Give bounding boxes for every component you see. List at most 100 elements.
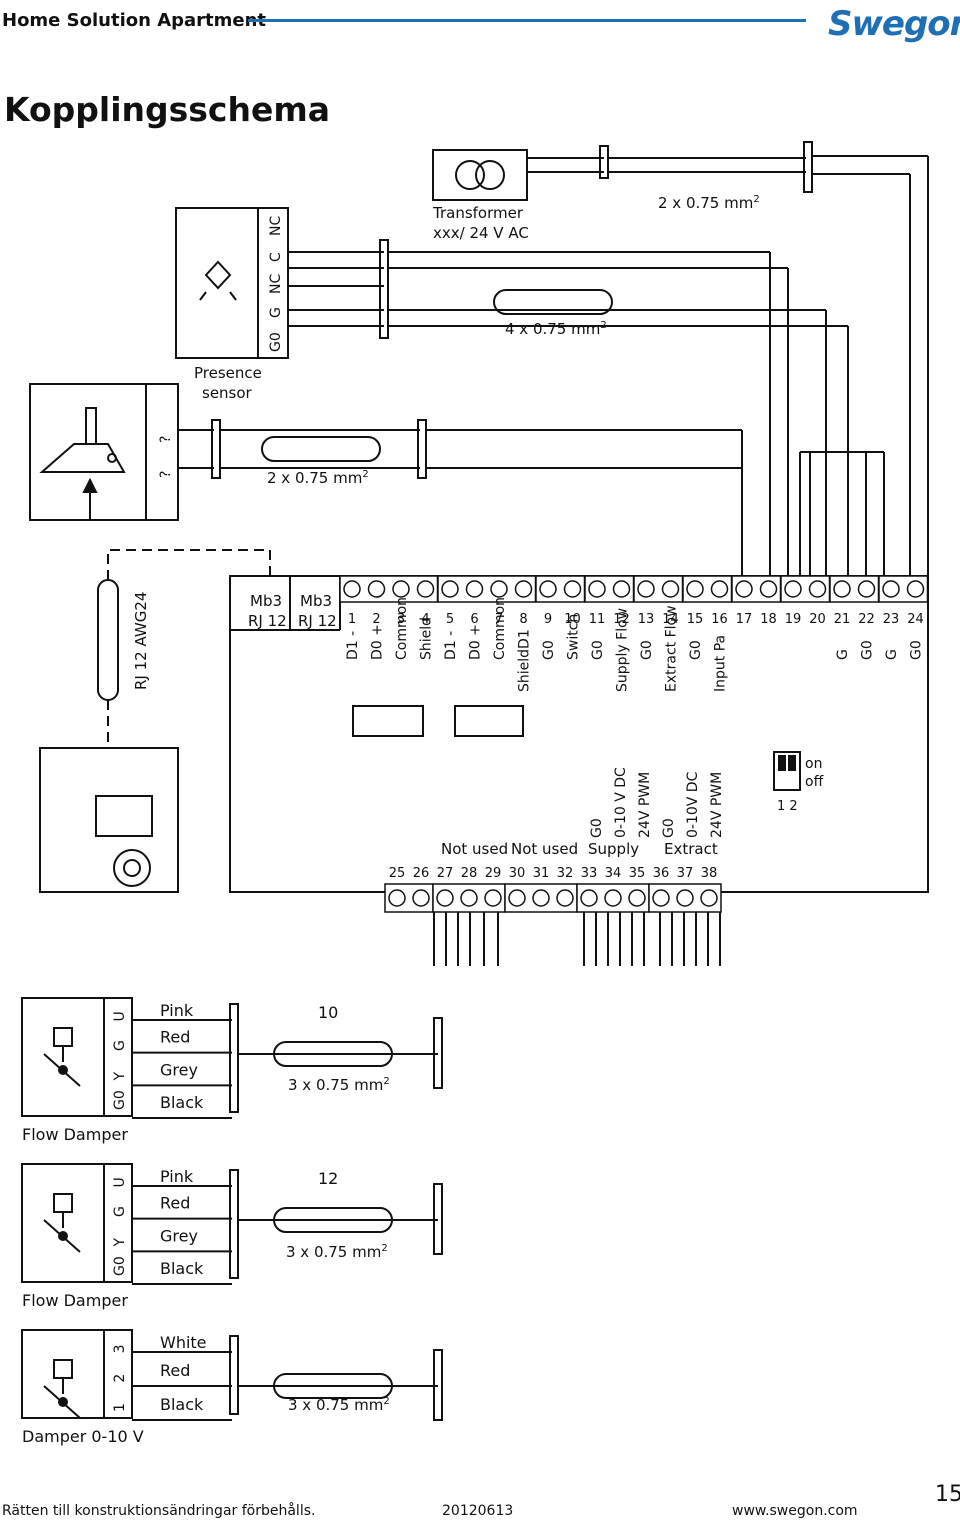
terminal-screw-icon bbox=[857, 580, 876, 598]
terminal-screw-icon bbox=[652, 889, 670, 907]
damper-terminal-label: 1 bbox=[112, 1403, 128, 1412]
top-terminal-number: 18 bbox=[760, 612, 777, 627]
unknown-terminal-label: ? bbox=[158, 471, 174, 478]
bottom-terminal-number: 37 bbox=[677, 866, 694, 881]
footer-url[interactable]: www.swegon.com bbox=[732, 1503, 858, 1519]
presence-terminal-label: NC bbox=[268, 216, 284, 236]
bottom-terminal-number: 28 bbox=[461, 866, 478, 881]
rj12-left: RJ 12 bbox=[248, 612, 287, 630]
dip-numbers: 1 2 bbox=[777, 799, 798, 814]
jumper-block-1 bbox=[352, 705, 424, 737]
cable-damper-3-superscript: 2 bbox=[383, 1396, 389, 1407]
hood-stem bbox=[85, 407, 97, 445]
arrow-up-icon bbox=[82, 477, 98, 493]
top-terminal-label: G bbox=[884, 649, 900, 660]
terminal-screw-icon bbox=[604, 889, 622, 907]
terminal-screw-icon bbox=[392, 580, 410, 598]
terminal-screw-icon bbox=[343, 580, 361, 598]
dip-switch bbox=[773, 751, 801, 791]
damper-wire-label: Pink bbox=[160, 1167, 194, 1186]
bottom-terminal-number: 26 bbox=[413, 866, 430, 881]
top-terminal-label: G0 bbox=[688, 640, 704, 660]
damper-terminal-label: G bbox=[112, 1040, 128, 1051]
top-terminal-label: D0 + bbox=[370, 624, 386, 660]
transformer-terminal-bar bbox=[599, 145, 609, 179]
top-terminal-label: Common bbox=[394, 597, 410, 660]
damper-wire-label: Black bbox=[160, 1395, 204, 1414]
terminal-screw-icon bbox=[508, 889, 526, 907]
top-terminal-label: G0 bbox=[541, 640, 557, 660]
top-right-terminal-bar bbox=[803, 141, 813, 193]
presence-terminal-label: G0 bbox=[268, 332, 284, 352]
mb3-left: Mb3 bbox=[250, 592, 282, 610]
terminal-screw-icon bbox=[700, 889, 718, 907]
unknown-terminal-label: ? bbox=[158, 436, 174, 443]
terminal-screw-icon bbox=[532, 889, 550, 907]
damper-terminal-label: 2 bbox=[112, 1374, 128, 1383]
damper-wire-label: Grey bbox=[160, 1060, 198, 1079]
extract-label: Extract bbox=[664, 840, 718, 858]
presence-terminal-label: G bbox=[268, 307, 284, 318]
transformer-coil-right bbox=[475, 160, 505, 190]
damper-wire-label: White bbox=[160, 1333, 207, 1352]
top-terminal-label: G0 bbox=[860, 640, 876, 660]
panel-dial-icon bbox=[113, 849, 151, 887]
terminal-screw-icon bbox=[388, 889, 406, 907]
terminal-screw-icon bbox=[759, 580, 778, 598]
bottom-terminal-number: 29 bbox=[485, 866, 502, 881]
top-terminal-number: 3 bbox=[397, 612, 405, 627]
transformer-label: Transformer bbox=[432, 204, 524, 222]
top-terminal-number: 12 bbox=[613, 612, 630, 627]
cable-top-right-superscript: 2 bbox=[753, 194, 759, 205]
top-terminal-number: 24 bbox=[907, 612, 924, 627]
supply-label: Supply bbox=[588, 840, 639, 858]
sensor-terminal-bar bbox=[379, 239, 389, 339]
cable-damper-3: 3 x 0.75 mm2 bbox=[288, 1396, 390, 1414]
top-terminal-label: G bbox=[835, 649, 851, 660]
rj-cable-sleeve bbox=[97, 579, 119, 701]
cable-middle-superscript: 2 bbox=[600, 320, 606, 331]
bottom-terminal-number: 35 bbox=[629, 866, 646, 881]
terminal-screw-icon bbox=[539, 580, 557, 598]
top-terminal-label: Switch bbox=[566, 614, 582, 660]
top-terminal-number: 1 bbox=[348, 612, 356, 627]
top-terminal-label: Supply Flow bbox=[615, 608, 631, 692]
bottom-terminal-number: 34 bbox=[605, 866, 622, 881]
hood-terminal-bar bbox=[211, 419, 221, 479]
terminal-screw-icon bbox=[412, 889, 430, 907]
terminal-screw-icon bbox=[784, 580, 802, 598]
damper-terminal-bar bbox=[229, 1335, 239, 1415]
top-terminal-label: D0 + bbox=[468, 624, 484, 660]
transformer-rating: xxx/ 24 V AC bbox=[433, 224, 529, 242]
terminal-screw-icon bbox=[686, 580, 704, 598]
top-terminal-label: Extract Flow bbox=[664, 605, 680, 692]
damper-pivot-icon bbox=[58, 1397, 68, 1407]
top-terminal-number: 15 bbox=[687, 612, 704, 627]
top-terminal-label: D1 - bbox=[345, 631, 361, 660]
top-terminal-number: 13 bbox=[638, 612, 655, 627]
top-terminal-number: 20 bbox=[809, 612, 826, 627]
presence-sensor-label: Presence bbox=[194, 364, 262, 382]
cable-damper-2-superscript: 2 bbox=[381, 1243, 387, 1254]
damper-wire-label: Grey bbox=[160, 1226, 198, 1245]
transformer-coil-left bbox=[455, 160, 485, 190]
damper-terminal-bar-right bbox=[433, 1017, 443, 1089]
top-terminal-number: 22 bbox=[858, 612, 875, 627]
damper-terminal-label: 3 bbox=[112, 1344, 128, 1353]
cable-top-right: 2 x 0.75 mm2 bbox=[658, 194, 760, 212]
top-terminal-label: G0 bbox=[909, 640, 925, 660]
page-title: Kopplingsschema bbox=[4, 90, 331, 129]
supply-terminal-label: G0 bbox=[589, 818, 605, 838]
terminal-screw-icon bbox=[637, 580, 655, 598]
swegon-logo: Swegon® bbox=[828, 4, 960, 44]
terminal-screw-icon bbox=[906, 580, 925, 598]
top-terminal-number: 4 bbox=[421, 612, 429, 627]
terminal-screw-icon bbox=[580, 889, 598, 907]
terminal-screw-icon bbox=[441, 580, 459, 598]
presence-terminal-label: NC bbox=[268, 274, 284, 294]
damper-terminal-label: G0 bbox=[112, 1090, 128, 1110]
terminal-screw-icon bbox=[416, 580, 435, 598]
presence-terminal-label: C bbox=[268, 252, 284, 262]
bottom-terminal-number: 32 bbox=[557, 866, 574, 881]
